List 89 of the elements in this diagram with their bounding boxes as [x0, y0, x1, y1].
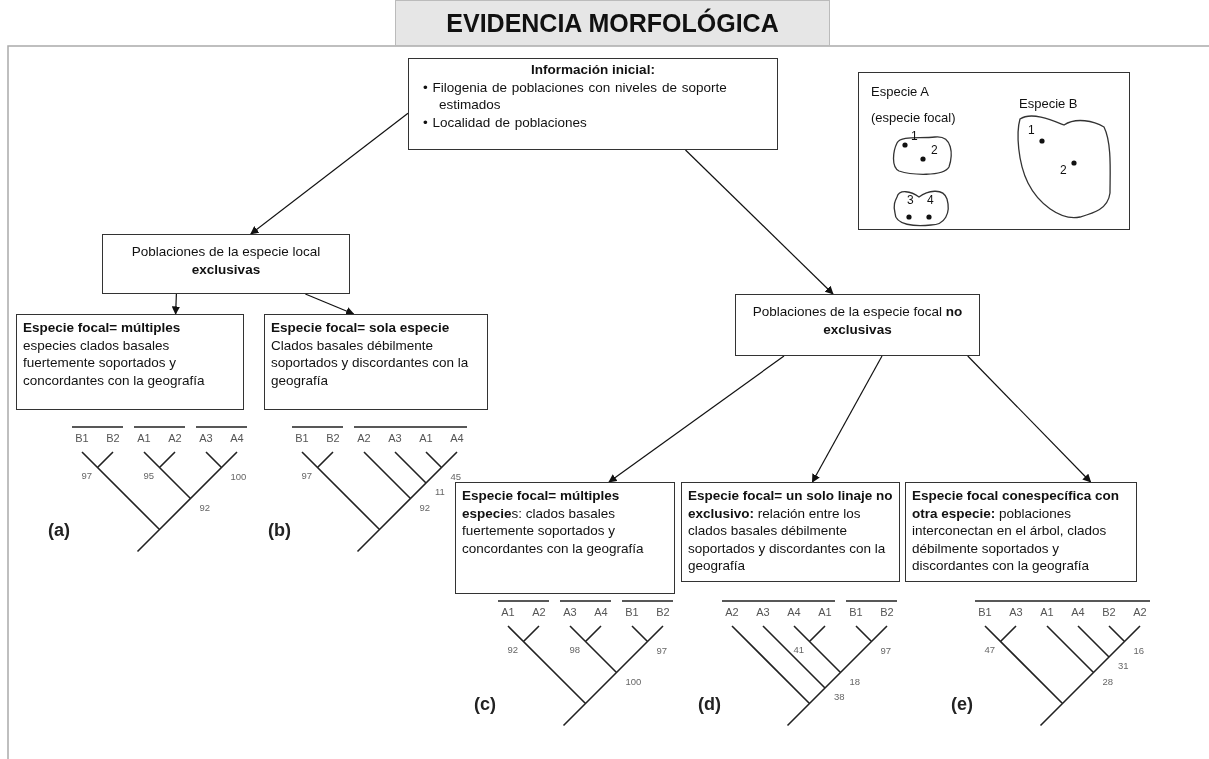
support-value: 97 — [655, 645, 669, 656]
panel-letter: (c) — [474, 694, 496, 715]
taxon-label: A4 — [229, 432, 245, 444]
support-value: 97 — [300, 470, 314, 481]
map-panel — [858, 72, 1130, 230]
box-text: Poblaciones de la especie focal no exclusivas — [751, 303, 964, 339]
population-number: 3 — [907, 193, 914, 207]
population-number: 4 — [927, 193, 934, 207]
taxon-label: A1 — [418, 432, 434, 444]
arrow — [684, 149, 834, 295]
panel-letter: (b) — [268, 520, 291, 541]
support-value: 100 — [229, 471, 248, 482]
taxon-label: A1 — [817, 606, 833, 618]
bullet-item: • Filogenia de poblaciones con niveles de soporte estimados — [422, 78, 728, 114]
box-text: Especie focal conespecífica con otra especie: poblaciones interconectan en el árbol, clados débilmente soportados y discordantes con la geografía — [912, 487, 1121, 575]
species-label: Especie B — [1019, 95, 1079, 113]
species-label: Especie A (especie focal) — [871, 83, 957, 127]
process-box — [16, 314, 244, 410]
taxon-label: A4 — [593, 606, 609, 618]
support-value: 18 — [848, 676, 862, 687]
box-text: Especie focal= múltiples especies: clados basales fuertemente soportados y concordantes con la geografía — [462, 487, 645, 558]
panel-letter: (a) — [48, 520, 70, 541]
support-value: 28 — [1101, 676, 1115, 687]
taxon-label: A2 — [356, 432, 372, 444]
taxon-label: B2 — [879, 606, 895, 618]
taxon-label: A3 — [1008, 606, 1024, 618]
support-value: 97 — [879, 645, 893, 656]
population-number: 1 — [1028, 123, 1035, 137]
support-value: 41 — [792, 644, 806, 655]
taxon-label: B1 — [294, 432, 310, 444]
box-heading: Información inicial: — [530, 61, 656, 79]
taxon-label: A1 — [1039, 606, 1055, 618]
support-value: 92 — [418, 502, 432, 513]
population-number: 2 — [931, 143, 938, 157]
arrow — [811, 355, 883, 483]
support-value: 92 — [198, 502, 212, 513]
taxon-label: B2 — [1101, 606, 1117, 618]
panel-letter: (d) — [698, 694, 721, 715]
bullet-item: • Localidad de poblaciones — [422, 113, 588, 132]
box-text: Especie focal= sola especie Clados basales débilmente soportados y discordantes con la geografía — [271, 319, 470, 390]
population-number: 2 — [1060, 163, 1067, 177]
taxon-label: A1 — [500, 606, 516, 618]
arrow — [967, 355, 1092, 483]
title-banner: EVIDENCIA MORFOLÓGICA — [395, 0, 830, 46]
taxon-label: A2 — [724, 606, 740, 618]
taxon-label: B1 — [977, 606, 993, 618]
taxon-label: A4 — [449, 432, 465, 444]
process-box — [735, 294, 980, 356]
population-number: 1 — [911, 129, 918, 143]
taxon-label: B1 — [624, 606, 640, 618]
taxon-label: A4 — [786, 606, 802, 618]
taxon-label: A3 — [198, 432, 214, 444]
taxon-label: B2 — [655, 606, 671, 618]
support-value: 16 — [1132, 645, 1146, 656]
panel-letter: (e) — [951, 694, 973, 715]
support-value: 38 — [833, 692, 846, 702]
support-value: 100 — [624, 676, 643, 687]
process-box — [455, 482, 675, 594]
taxon-label: A2 — [1132, 606, 1148, 618]
taxon-label: A3 — [387, 432, 403, 444]
support-value: 45 — [449, 471, 463, 482]
support-value: 47 — [983, 644, 997, 655]
box-text: Especie focal= un solo linaje no exclusivo: relación entre los clados basales débilmente soportados y discordantes con la geografía — [688, 487, 893, 575]
support-value: 95 — [142, 470, 156, 481]
taxon-label: A3 — [562, 606, 578, 618]
taxon-label: A1 — [136, 432, 152, 444]
support-value: 11 — [434, 487, 446, 497]
arrow — [608, 355, 785, 483]
taxon-label: B1 — [74, 432, 90, 444]
taxon-label: B1 — [848, 606, 864, 618]
taxon-label: A2 — [167, 432, 183, 444]
support-value: 97 — [80, 470, 94, 481]
taxon-label: A4 — [1070, 606, 1086, 618]
support-value: 31 — [1117, 661, 1130, 671]
process-box — [681, 482, 900, 582]
support-value: 98 — [568, 644, 582, 655]
taxon-label: A2 — [531, 606, 547, 618]
arrow — [250, 112, 409, 235]
process-box — [102, 234, 350, 294]
taxon-label: B2 — [325, 432, 341, 444]
process-box — [264, 314, 488, 410]
box-text: Especie focal= múltiples especies clados basales fuertemente soportados y concordantes con la geografía — [23, 319, 206, 390]
process-box — [408, 58, 778, 150]
taxon-label: A3 — [755, 606, 771, 618]
arrow — [171, 293, 181, 315]
box-text: Poblaciones de la especie local exclusivas — [130, 243, 322, 279]
process-box — [905, 482, 1137, 582]
support-value: 92 — [506, 644, 520, 655]
taxon-label: B2 — [105, 432, 121, 444]
